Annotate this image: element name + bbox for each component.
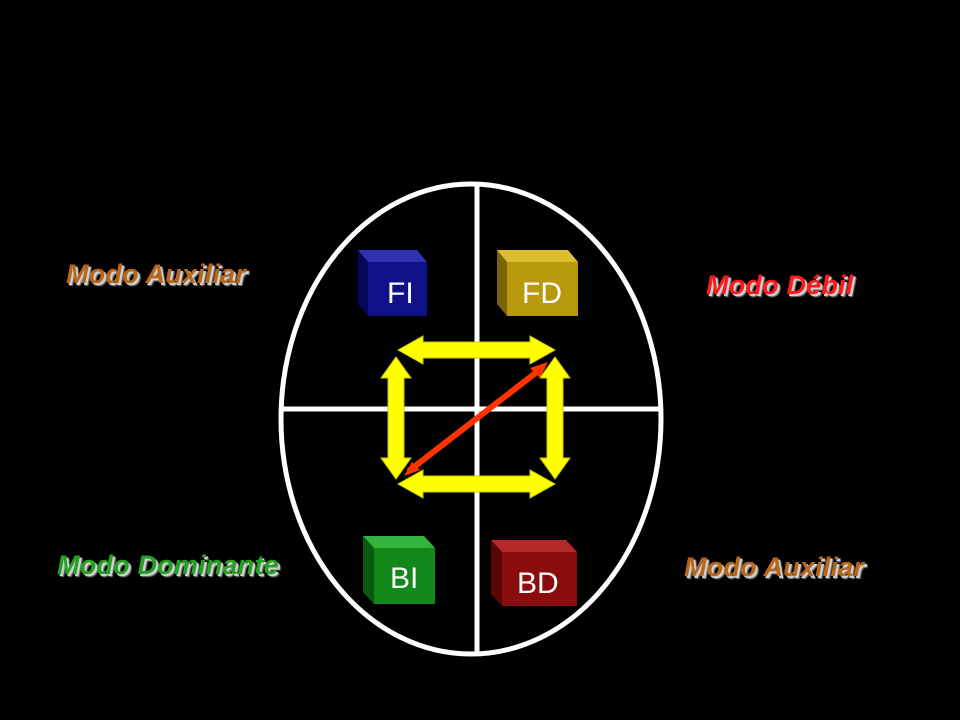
mode-label-bd: Modo Auxiliar [684,552,865,582]
cube-bi-label: BI [390,562,418,595]
circulation-arrows [380,335,571,499]
top-arrow [396,335,557,365]
cube-fd: FD [497,250,578,316]
mode-label-bi: Modo Dominante [57,550,279,580]
left-arrow [380,356,412,480]
right-arrow [539,356,571,480]
mode-label-fd: Modo Débil [706,270,854,300]
cube-bd-label: BD [517,567,559,600]
head-ellipse [278,181,664,657]
cube-bd: BD [491,540,577,606]
bottom-arrow [396,469,557,499]
cube-bi: BI [363,536,435,604]
diagonal-arrow [404,362,548,476]
cube-fd-label: FD [522,277,562,310]
cube-fi-label: FI [387,277,414,310]
cube-fi: FI [358,250,427,316]
mode-label-fi: Modo Auxiliar [66,259,247,289]
